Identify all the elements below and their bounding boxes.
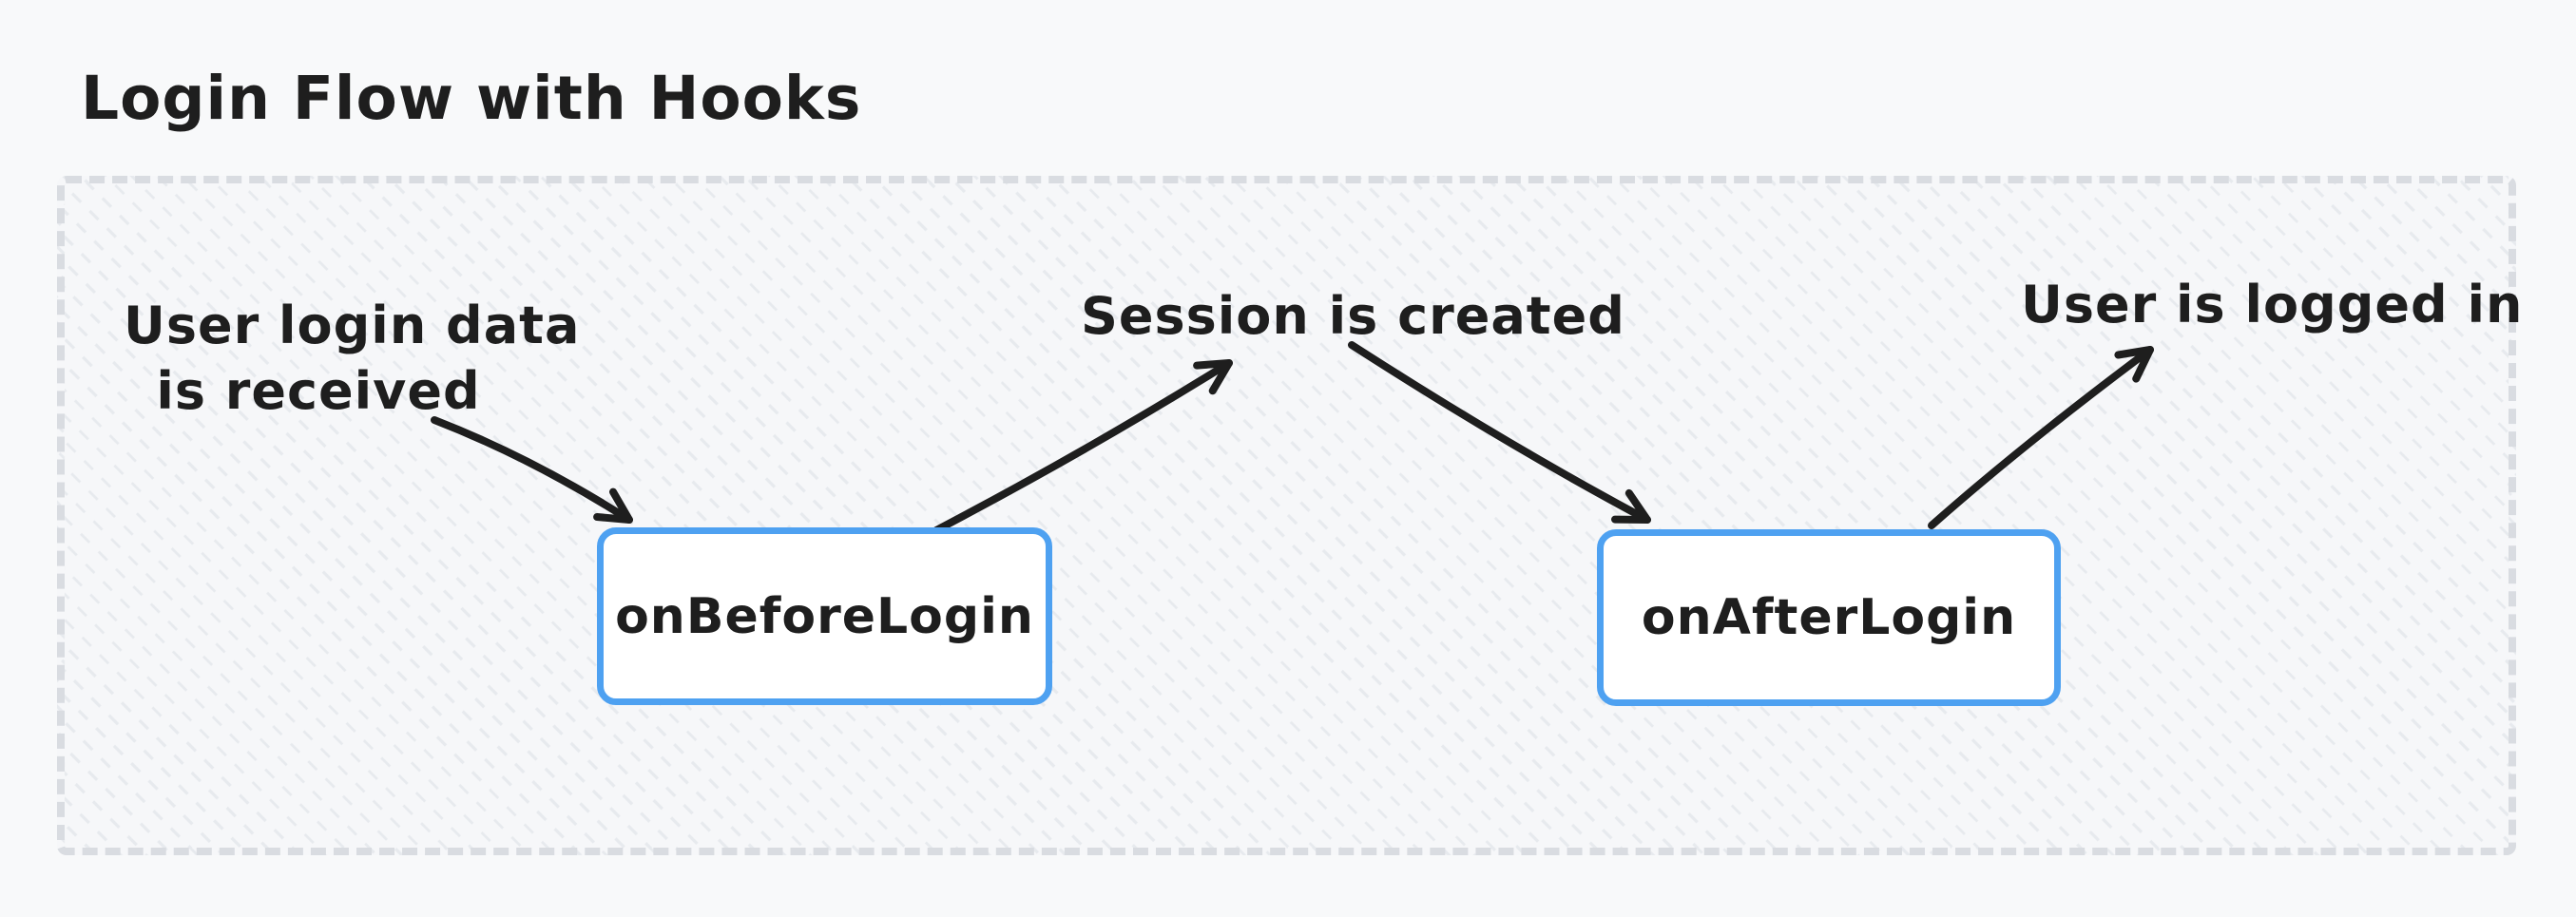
annotation-session-created: Session is created xyxy=(1081,283,1625,349)
annotation-line: User login data xyxy=(124,296,581,355)
annotation-line: Session is created xyxy=(1081,286,1625,346)
annotation-line: User is logged in xyxy=(2021,275,2524,334)
node-label: onAfterLogin xyxy=(1641,589,2017,646)
node-on-after-login: onAfterLogin xyxy=(1597,529,2061,706)
annotation-line: is received xyxy=(156,361,481,422)
annotation-user-login-data: User login data is received xyxy=(124,293,581,424)
diagram-title: Login Flow with Hooks xyxy=(81,64,862,133)
node-on-before-login: onBeforeLogin xyxy=(597,527,1052,705)
annotation-user-logged-in: User is logged in xyxy=(2021,272,2524,337)
node-label: onBeforeLogin xyxy=(615,587,1034,645)
